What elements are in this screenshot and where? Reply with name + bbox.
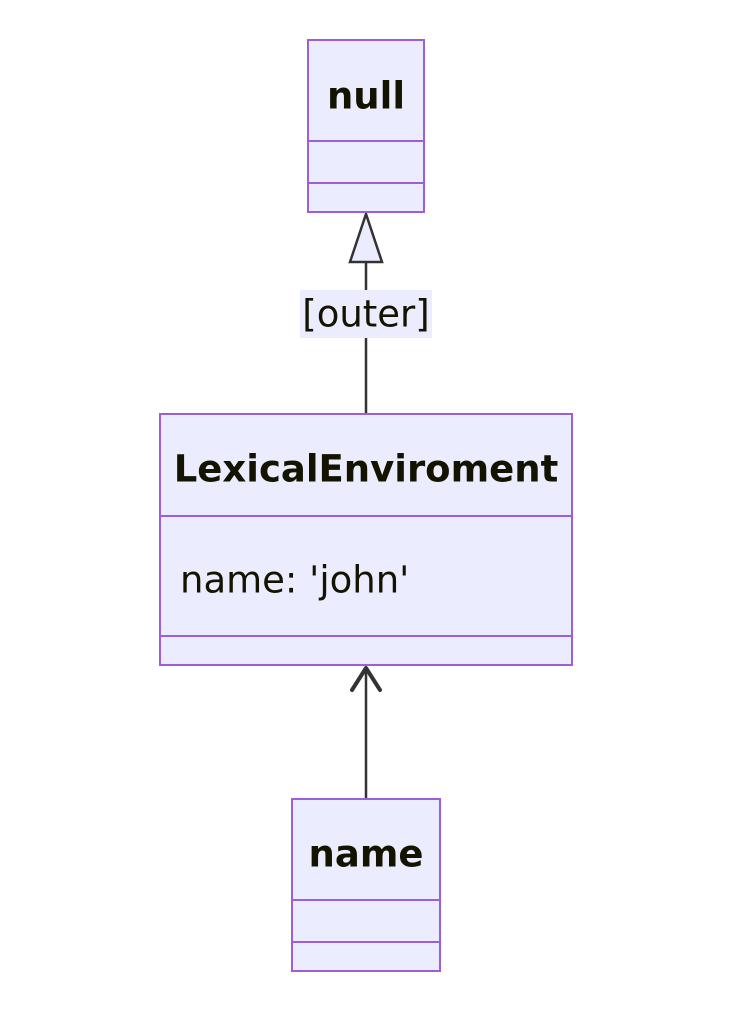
association-arrowhead-icon [350,666,382,692]
edge-label-outer: [outer] [302,293,429,336]
edge-name-association [350,666,382,798]
class-null-box [307,39,425,213]
class-null[interactable]: null [307,39,425,213]
edge-outer-inheritance: [outer] [300,210,432,413]
class-lexical-attribute: name: 'john' [180,559,409,602]
class-name-box [291,798,441,972]
class-lexical-box [159,413,573,666]
class-lexical-enviroment[interactable]: LexicalEnviroment name: 'john' [159,413,573,666]
class-name-title: name [309,833,424,876]
edge-label-background [300,290,432,338]
class-lexical-title: LexicalEnviroment [174,448,559,491]
class-null-title: null [327,75,405,118]
inheritance-arrowhead-icon [348,210,384,264]
class-name[interactable]: name [291,798,441,972]
